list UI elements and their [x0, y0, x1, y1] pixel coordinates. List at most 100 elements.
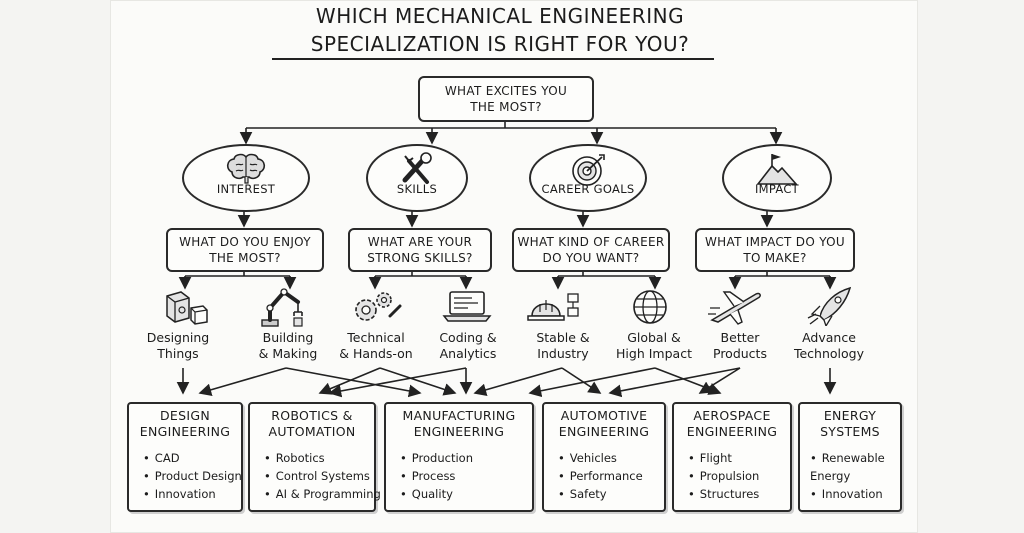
specialization-title: AUTOMOTIVE ENGINEERING: [548, 408, 660, 441]
question-interest-line-1: WHAT DO YOU ENJOY: [179, 234, 311, 249]
category-skills: SKILLS: [366, 144, 468, 212]
specialization-title-line-2: SYSTEMS: [820, 424, 880, 440]
option-label-line-2: High Impact: [616, 345, 692, 361]
rocket-icon: [807, 286, 852, 326]
specialization-manufacturing-engineering: MANUFACTURING ENGINEERING Production Pro…: [384, 402, 534, 512]
option-designing-things: Designing Things: [133, 330, 223, 361]
list-item: Innovation: [810, 486, 888, 504]
question-skills-line-2: STRONG SKILLS?: [367, 251, 473, 265]
target-icon: [572, 154, 605, 186]
specialization-list: Renewable Energy Innovation: [810, 450, 888, 503]
specialization-aerospace-engineering: AEROSPACE ENGINEERING Flight Propulsion …: [672, 402, 792, 512]
option-stable-industry: Stable & Industry: [518, 330, 608, 361]
list-item: Process: [400, 468, 473, 486]
specialization-automotive-engineering: AUTOMOTIVE ENGINEERING Vehicles Performa…: [542, 402, 666, 512]
cubes-icon: [166, 291, 208, 325]
option-label-line-1: Global &: [627, 330, 681, 345]
option-label-line-2: Products: [713, 345, 767, 361]
question-box-career-goals: WHAT KIND OF CAREER DO YOU WANT?: [512, 228, 670, 272]
list-item: Propulsion: [688, 468, 760, 486]
specialization-title-line-2: ENGINEERING: [139, 424, 231, 440]
specialization-title: ROBOTICS & AUTOMATION: [254, 408, 370, 441]
option-label-line-1: Better: [720, 330, 760, 345]
specialization-energy-systems: ENERGY SYSTEMS Renewable Energy Innovati…: [798, 402, 902, 512]
mountain-flag-icon: [756, 154, 798, 185]
option-advance-technology: Advance Technology: [784, 330, 874, 361]
option-label-line-1: Building: [262, 330, 314, 345]
airplane-icon: [708, 291, 761, 325]
list-item: Performance: [558, 468, 643, 486]
specialization-title-line-2: ENGINEERING: [413, 424, 505, 440]
option-label-line-2: Industry: [537, 345, 589, 361]
question-box-skills: WHAT ARE YOUR STRONG SKILLS?: [348, 228, 492, 272]
question-box-interest: WHAT DO YOU ENJOY THE MOST?: [166, 228, 324, 272]
option-label-line-1: Technical: [347, 330, 405, 345]
specialization-title: AEROSPACE ENGINEERING: [678, 408, 786, 441]
category-career-goals: CAREER GOALS: [529, 144, 647, 212]
option-better-products: Better Products: [695, 330, 785, 361]
question-career-line-1: WHAT KIND OF CAREER: [517, 234, 665, 249]
list-item: Control Systems: [264, 468, 381, 486]
specialization-list: Production Process Quality: [400, 450, 473, 503]
specialization-title-line-1: MANUFACTURING: [402, 408, 516, 423]
brain-icon: [226, 153, 266, 184]
specialization-title: DESIGN ENGINEERING: [133, 408, 237, 441]
option-label-line-2: Analytics: [439, 345, 497, 361]
list-item: Structures: [688, 486, 760, 504]
option-label-line-2: & Hands-on: [339, 345, 413, 361]
list-item: AI & Programming: [264, 486, 381, 504]
specialization-title-line-2: ENGINEERING: [558, 424, 650, 440]
option-label-line-2: Things: [157, 345, 199, 361]
robot-arm-icon: [261, 288, 303, 327]
specialization-title-line-2: ENGINEERING: [686, 424, 778, 440]
tools-icon: [402, 152, 432, 184]
specialization-title: MANUFACTURING ENGINEERING: [390, 408, 528, 441]
option-label-line-2: & Making: [258, 345, 318, 361]
specialization-title-line-1: AEROSPACE: [693, 408, 771, 423]
option-label-line-2: Technology: [793, 345, 865, 361]
option-global-high-impact: Global & High Impact: [609, 330, 699, 361]
option-label-line-1: Advance: [802, 330, 856, 345]
globe-icon: [633, 290, 667, 324]
hardhat-icon: [527, 293, 579, 321]
root-question-box: WHAT EXCITES YOU THE MOST?: [418, 76, 594, 122]
specialization-title-line-1: ROBOTICS &: [271, 408, 353, 423]
category-label-interest: INTEREST: [216, 182, 276, 196]
category-label-career-goals: CAREER GOALS: [541, 182, 635, 196]
list-item: Production: [400, 450, 473, 468]
list-item: Vehicles: [558, 450, 643, 468]
category-label-impact: IMPACT: [754, 182, 800, 196]
list-item: CAD: [143, 450, 242, 468]
specialization-title: ENERGY SYSTEMS: [804, 408, 896, 441]
specialization-title-line-1: ENERGY: [823, 408, 877, 423]
laptop-icon: [442, 291, 492, 322]
specialization-list: Robotics Control Systems AI & Programmin…: [264, 450, 381, 503]
specialization-title-line-1: DESIGN: [160, 408, 210, 423]
question-impact-line-2: TO MAKE?: [743, 251, 807, 265]
title-line-1: WHICH MECHANICAL ENGINEERING: [315, 4, 685, 28]
specialization-design-engineering: DESIGN ENGINEERING CAD Product Design In…: [127, 402, 243, 512]
list-item: Robotics: [264, 450, 381, 468]
title-line-2: SPECIALIZATION IS RIGHT FOR YOU?: [310, 32, 690, 56]
option-label-line-1: Designing: [146, 330, 210, 345]
option-label-line-1: Stable &: [536, 330, 590, 345]
specialization-list: Flight Propulsion Structures: [688, 450, 760, 504]
specialization-robotics-automation: ROBOTICS & AUTOMATION Robotics Control S…: [248, 402, 381, 512]
list-item: Flight: [688, 450, 759, 468]
list-item: Innovation: [143, 486, 242, 504]
question-skills-line-1: WHAT ARE YOUR: [367, 234, 473, 249]
option-technical-hands-on: Technical & Hands-on: [331, 330, 421, 361]
gears-icon: [355, 292, 402, 321]
question-career-line-2: DO YOU WANT?: [542, 251, 640, 265]
specialization-list: CAD Product Design Innovation: [143, 450, 242, 503]
specialization-title-line-2: AUTOMATION: [268, 424, 356, 440]
specialization-title-line-1: AUTOMOTIVE: [560, 408, 648, 423]
category-interest: INTEREST: [182, 144, 310, 212]
title-underline: [272, 58, 714, 60]
question-box-impact: WHAT IMPACT DO YOU TO MAKE?: [695, 228, 855, 272]
category-impact: IMPACT: [722, 144, 832, 212]
question-interest-line-2: THE MOST?: [209, 251, 281, 265]
list-item: Safety: [558, 486, 643, 504]
option-label-line-1: Coding &: [439, 330, 497, 345]
